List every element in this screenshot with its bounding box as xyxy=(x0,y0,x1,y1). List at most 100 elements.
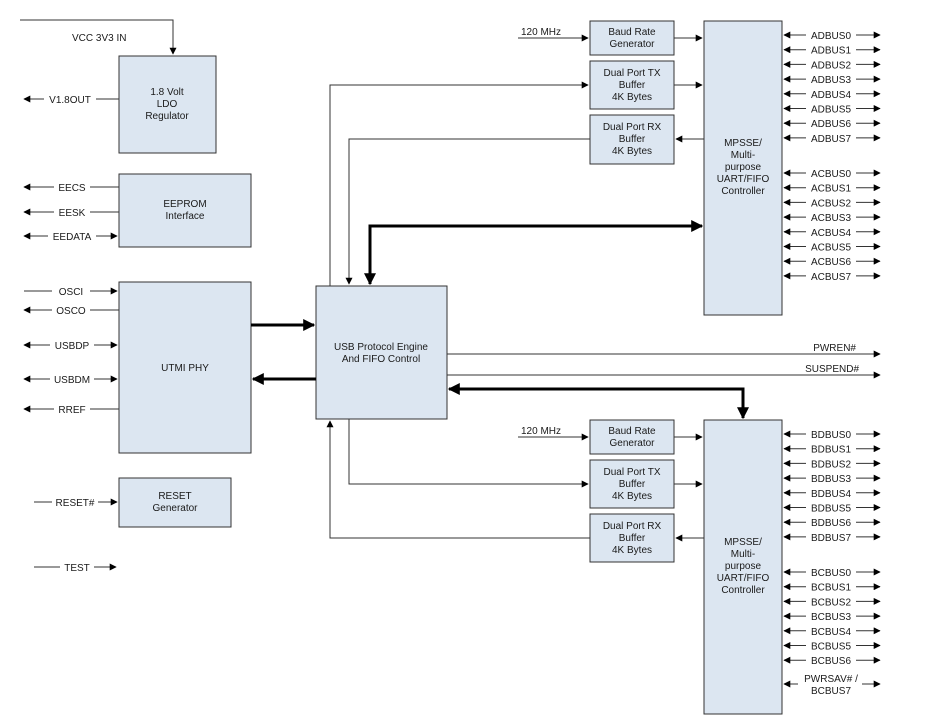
bcbus7-pin: PWRSAV# / BCBUS7 xyxy=(783,671,881,697)
tx-a-label-3: 4K Bytes xyxy=(612,92,652,103)
engine-to-tx-b xyxy=(348,419,589,488)
osco-signal: OSCO xyxy=(23,303,119,317)
phy-label: UTMI PHY xyxy=(161,363,209,374)
rx-b-label-1: Dual Port RX xyxy=(603,521,662,532)
test-signal-label: TEST xyxy=(64,563,90,574)
osci-signal: OSCI xyxy=(24,284,118,298)
eecs-label: EECS xyxy=(58,183,86,194)
bcbus-pin-2: BCBUS2 xyxy=(783,595,881,608)
adbus-label-0: ADBUS0 xyxy=(811,31,851,42)
suspend-label: SUSPEND# xyxy=(805,364,859,375)
bcbus-label-5: BCBUS5 xyxy=(811,642,851,653)
bcbus-pin-1: BCBUS1 xyxy=(783,580,881,594)
usbdp-label: USBDP xyxy=(55,341,90,352)
ldo-label-1: 1.8 Volt xyxy=(150,87,184,98)
vcc-in-label: VCC 3V3 IN xyxy=(72,33,126,44)
acbus-label-4: ACBUS4 xyxy=(811,228,851,239)
acbus-pin-7: ACBUS7 xyxy=(783,269,881,283)
acbus-pin-5: ACBUS5 xyxy=(783,240,881,254)
acbus-label-7: ACBUS7 xyxy=(811,272,851,283)
acbus-pin-1: ACBUS1 xyxy=(783,181,881,195)
adbus-pin-5: ADBUS5 xyxy=(783,102,881,116)
acbus-pin-6: ACBUS6 xyxy=(783,255,881,268)
acbus-label-6: ACBUS6 xyxy=(811,257,851,268)
adbus-label-2: ADBUS2 xyxy=(811,60,851,71)
bcbus-pin-6: BCBUS6 xyxy=(783,654,881,667)
bdbus-pin-1: BDBUS1 xyxy=(783,442,881,456)
osci-label: OSCI xyxy=(59,287,83,298)
adbus-pin-2: ADBUS2 xyxy=(783,58,881,71)
rx-buffer-a-block: Dual Port RX Buffer 4K Bytes xyxy=(589,114,675,165)
adbus-label-7: ADBUS7 xyxy=(811,134,851,145)
clock-b-label: 120 MHz xyxy=(521,426,561,437)
tx-a-label-1: Dual Port TX xyxy=(603,68,660,79)
acbus-label-1: ACBUS1 xyxy=(811,184,851,195)
eedata-signal: EEDATA xyxy=(23,229,118,243)
acbus-pin-4: ACBUS4 xyxy=(783,225,881,239)
bcbus-pin-4: BCBUS4 xyxy=(783,624,881,638)
tx-b-label-1: Dual Port TX xyxy=(603,467,660,478)
clock-a-label: 120 MHz xyxy=(521,27,561,38)
tx-a-label-2: Buffer xyxy=(619,80,646,91)
usb-engine-block: USB Protocol Engine And FIFO Control xyxy=(315,285,448,420)
rx-b-label-3: 4K Bytes xyxy=(612,545,652,556)
v18-out-connection: V1.8OUT xyxy=(23,92,119,106)
adbus-label-3: ADBUS3 xyxy=(811,75,851,86)
bcbus-pin-5: BCBUS5 xyxy=(783,639,881,653)
bdbus-pin-6: BDBUS6 xyxy=(783,516,881,529)
bdbus-label-7: BDBUS7 xyxy=(811,533,851,544)
clock-b-input: 120 MHz xyxy=(518,426,589,441)
adbus-pin-6: ADBUS6 xyxy=(783,117,881,130)
bcbus-label-1: BCBUS1 xyxy=(811,583,851,594)
mpsse-a-label-2: Multi- xyxy=(731,150,755,161)
bcbus-label-3: BCBUS3 xyxy=(811,612,851,623)
acbus-pin-3: ACBUS3 xyxy=(783,211,881,224)
baud-b-label-1: Baud Rate xyxy=(608,426,656,437)
bcbus-pin-3: BCBUS3 xyxy=(783,610,881,623)
reset-signal-label: RESET# xyxy=(56,498,95,509)
usbdp-signal: USBDP xyxy=(23,338,118,352)
test-signal: TEST xyxy=(34,560,117,574)
rx-a-label-1: Dual Port RX xyxy=(603,122,662,133)
eesk-label: EESK xyxy=(59,208,86,219)
bcbus-label-6: BCBUS6 xyxy=(811,656,851,667)
bdbus-label-4: BDBUS4 xyxy=(811,489,851,500)
ldo-label-3: Regulator xyxy=(145,111,189,122)
acbus-label-5: ACBUS5 xyxy=(811,243,851,254)
eedata-label: EEDATA xyxy=(53,232,92,243)
bcbus7-label-1: PWRSAV# / xyxy=(804,674,858,685)
baud-rate-a-block: Baud Rate Generator xyxy=(589,20,675,56)
usbdm-signal: USBDM xyxy=(23,372,118,386)
bcbus-label-4: BCBUS4 xyxy=(811,627,851,638)
bdbus-label-6: BDBUS6 xyxy=(811,518,851,529)
rx-buffer-b-block: Dual Port RX Buffer 4K Bytes xyxy=(589,513,675,563)
vcc-in-connection: VCC 3V3 IN xyxy=(20,19,177,55)
bdbus-pin-4: BDBUS4 xyxy=(783,486,881,500)
bcbus-pin-0: BCBUS0 xyxy=(783,566,881,579)
eeprom-label-1: EEPROM xyxy=(163,199,206,210)
mpsse-b-label-5: Controller xyxy=(721,585,765,596)
bcbus-pins: BCBUS0BCBUS1BCBUS2BCBUS3BCBUS4BCBUS5BCBU… xyxy=(783,566,881,667)
baud-b-label-2: Generator xyxy=(609,438,655,449)
adbus-pin-7: ADBUS7 xyxy=(783,131,881,145)
mpsse-b-block: MPSSE/ Multi- purpose UART/FIFO Controll… xyxy=(703,419,783,715)
reset-label-1: RESET xyxy=(158,491,191,502)
mpsse-a-label-1: MPSSE/ xyxy=(724,138,762,149)
adbus-pin-0: ADBUS0 xyxy=(783,29,881,42)
bdbus-label-5: BDBUS5 xyxy=(811,504,851,515)
rx-a-label-2: Buffer xyxy=(619,134,646,145)
mpsse-b-label-1: MPSSE/ xyxy=(724,537,762,548)
bcbus-label-0: BCBUS0 xyxy=(811,568,851,579)
adbus-label-6: ADBUS6 xyxy=(811,119,851,130)
clock-a-input: 120 MHz xyxy=(518,27,589,42)
adbus-label-5: ADBUS5 xyxy=(811,105,851,116)
v18-out-label: V1.8OUT xyxy=(49,95,91,106)
mpsse-a-label-3: purpose xyxy=(725,162,762,173)
tx-b-label-2: Buffer xyxy=(619,479,646,490)
engine-to-tx-a xyxy=(329,81,589,286)
usbdm-label: USBDM xyxy=(54,375,90,386)
bdbus-pin-3: BDBUS3 xyxy=(783,472,881,485)
mpsse-b-label-3: purpose xyxy=(725,561,762,572)
ldo-block: 1.8 Volt LDO Regulator xyxy=(118,55,217,154)
